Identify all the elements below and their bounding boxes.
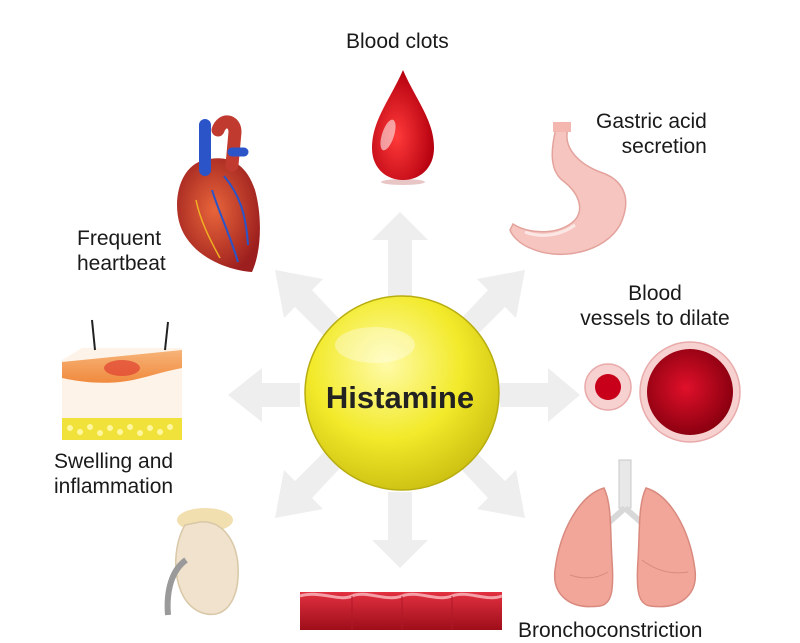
bronchoconstriction-label: Bronchoconstriction	[518, 619, 703, 642]
arrows	[228, 212, 580, 568]
stomach-icon	[509, 122, 627, 255]
histamine-diagram	[62, 70, 741, 630]
lungs-icon	[554, 459, 696, 608]
histamine-ball	[304, 295, 500, 491]
gastric-acid-label: Gastric acid secretion	[596, 110, 707, 158]
artery-icon	[299, 592, 503, 630]
skin-layer-icon	[62, 319, 182, 440]
arrow-upleft	[275, 270, 342, 338]
arrow-downright	[458, 450, 525, 518]
histamine-label: Histamine	[325, 380, 475, 415]
arrow-right	[500, 368, 580, 422]
arrow-up	[372, 212, 428, 300]
kidney-icon	[164, 508, 239, 616]
heartbeat-label: Frequent heartbeat	[77, 227, 166, 275]
blood-drop-icon	[372, 70, 434, 185]
arrow-left	[228, 368, 300, 422]
heart-icon	[177, 115, 260, 272]
blood-vessel-cross-section-icon	[584, 341, 741, 443]
blood-vessels-label: Blood vessels to dilate	[580, 282, 730, 330]
arrow-upright	[458, 270, 525, 338]
arrow-downleft	[275, 450, 342, 518]
blood-clots-label: Blood clots	[346, 30, 449, 53]
arrow-down	[372, 492, 428, 568]
swelling-label: Swelling and inflammation	[54, 450, 174, 498]
